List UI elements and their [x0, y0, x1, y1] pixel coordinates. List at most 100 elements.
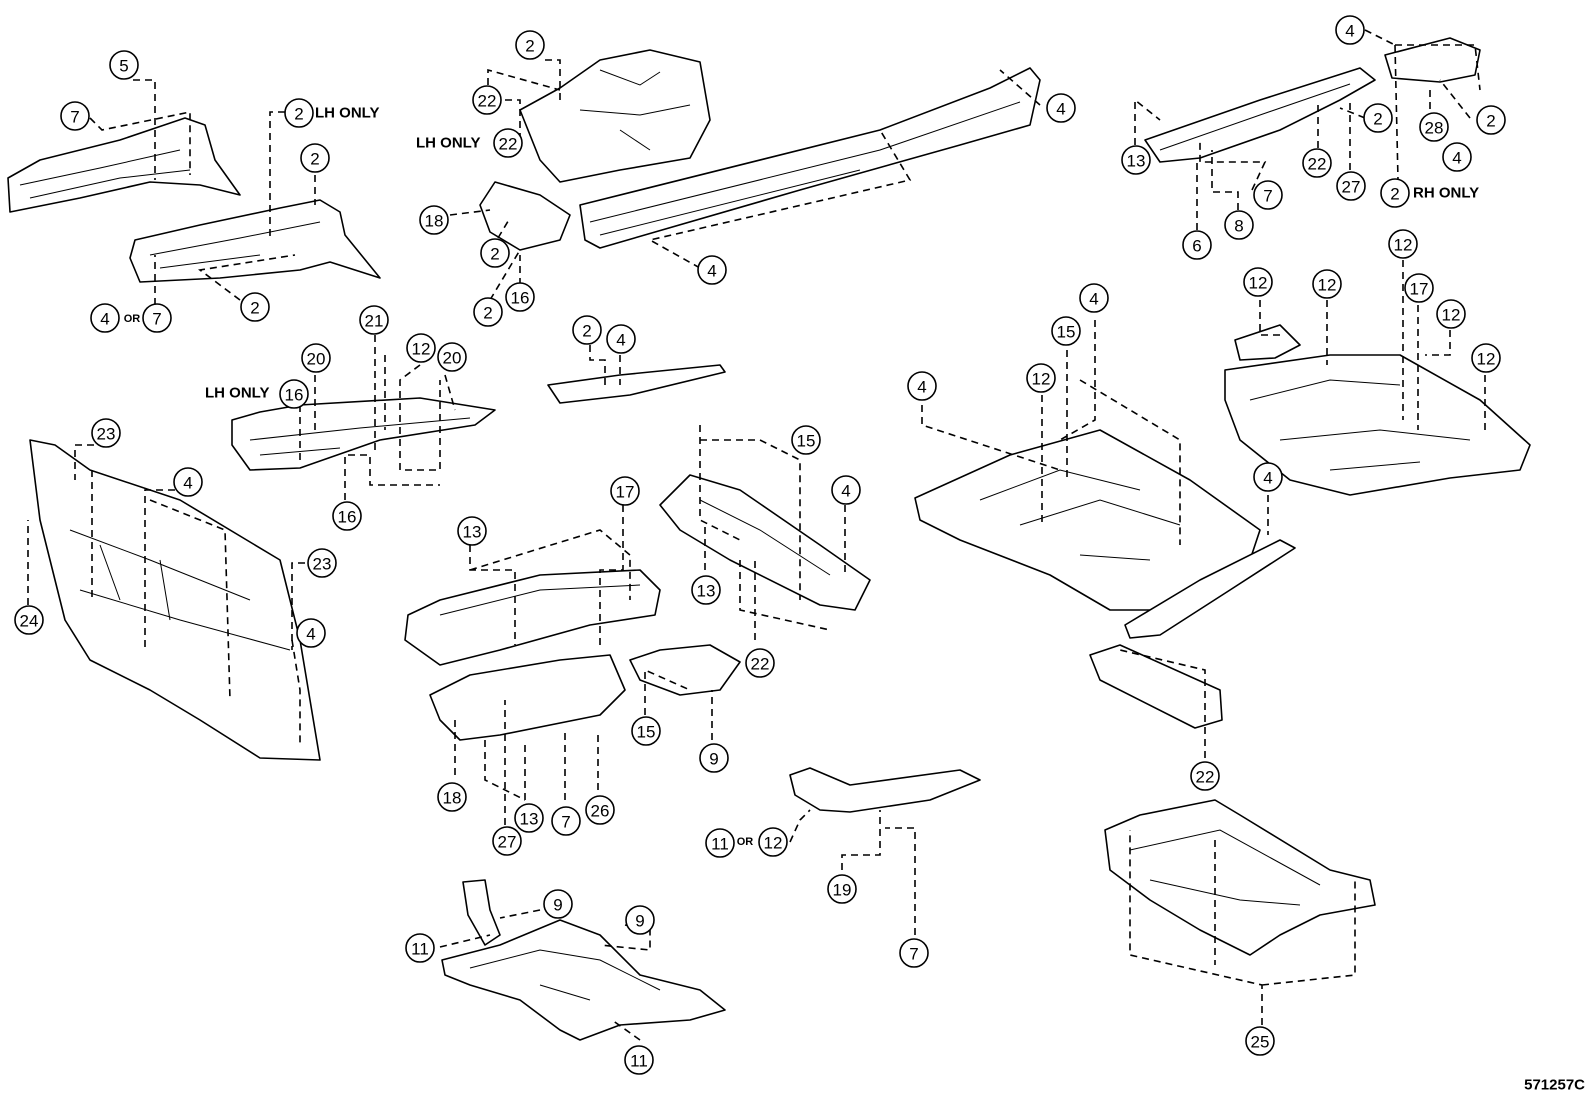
- callout-circle: [493, 128, 523, 158]
- callout-number: 17: [616, 483, 635, 502]
- lh-only-note: LH ONLY: [205, 385, 269, 402]
- callout-badge: 16: [332, 501, 362, 531]
- callout-number: 23: [97, 425, 116, 444]
- callout-circle: [543, 889, 573, 919]
- callout-badge: 24: [14, 605, 44, 635]
- callout-circle: [1388, 229, 1418, 259]
- callout-circle: [91, 418, 121, 448]
- callout-badge: 20: [301, 343, 331, 373]
- callout-number: 7: [909, 945, 918, 964]
- part-floor-tunnel: [404, 569, 661, 666]
- callout-badge: 27: [492, 826, 522, 856]
- callout-number: 16: [338, 508, 357, 527]
- part-bracket-9: [629, 644, 741, 696]
- callout-number: 13: [697, 582, 716, 601]
- callout-circle: [515, 30, 545, 60]
- callout-circle: [90, 303, 120, 333]
- part-detail: [469, 949, 661, 1001]
- callout-badge: 22: [1190, 761, 1220, 791]
- callout-badge: 26: [585, 795, 615, 825]
- callout-circle: [301, 343, 331, 373]
- callout-badge: 4: [697, 255, 727, 285]
- callout-number: 4: [100, 310, 109, 329]
- callout-badge: 12: [1026, 363, 1056, 393]
- callout-number: 2: [582, 322, 591, 341]
- callout-number: 2: [250, 299, 259, 318]
- callout-badge: 18: [437, 782, 467, 812]
- callout-number: 2: [1390, 185, 1399, 204]
- callout-badge: 23: [307, 548, 337, 578]
- callout-number: 2: [490, 245, 499, 264]
- callout-badge: 4: [1335, 15, 1365, 45]
- callout-number: 22: [1196, 768, 1215, 787]
- callout-circle: [332, 501, 362, 531]
- part-detail: [69, 529, 291, 651]
- callout-number: 26: [591, 802, 610, 821]
- callout-circle: [142, 303, 172, 333]
- callout-badge: 11: [624, 1045, 654, 1075]
- part-detail: [699, 499, 831, 576]
- callout-badge: 13: [1121, 145, 1151, 175]
- callout-badge: 13: [691, 575, 721, 605]
- callout-number: 15: [797, 432, 816, 451]
- callout-number: 17: [1410, 280, 1429, 299]
- part-suspension-arm: [462, 879, 501, 946]
- callout-number: 22: [751, 655, 770, 674]
- callout-circle: [60, 101, 90, 131]
- part-detail: [1129, 829, 1321, 906]
- part-side-member: [579, 67, 1041, 249]
- callout-circle: [1476, 105, 1506, 135]
- callout-badge: 7: [899, 938, 929, 968]
- callout-number: 22: [499, 135, 518, 154]
- part-rear-floor: [1224, 354, 1531, 496]
- callout-badge: 4: [173, 467, 203, 497]
- callout-number: 11: [630, 1052, 648, 1071]
- callout-circle: [1335, 15, 1365, 45]
- callout-badge: 12: [758, 827, 788, 857]
- part-shapes: [7, 37, 1531, 1041]
- callout-badge: 4: [1046, 93, 1076, 123]
- callout-badge: 17: [1404, 273, 1434, 303]
- callout-badge: 6: [1182, 230, 1212, 260]
- callout-circle: [296, 618, 326, 648]
- part-detail: [439, 584, 641, 616]
- part-rear-bracket: [1384, 37, 1481, 83]
- callout-circle: [625, 905, 655, 935]
- callout-circle: [1253, 180, 1283, 210]
- part-front-apron-upper: [7, 117, 241, 213]
- callout-circle: [419, 205, 449, 235]
- callout-number: 20: [307, 350, 326, 369]
- callout-badge: 4: [90, 303, 120, 333]
- callout-badge: 12: [406, 333, 436, 363]
- callout-circle: [1245, 1026, 1275, 1056]
- callout-badge: 2: [515, 30, 545, 60]
- callout-badge: 23: [91, 418, 121, 448]
- callout-circle: [1442, 142, 1472, 172]
- lh-only-note: LH ONLY: [416, 135, 480, 152]
- callout-circle: [1046, 93, 1076, 123]
- callout-badge: 20: [437, 342, 467, 372]
- callout-number: 28: [1425, 119, 1444, 138]
- callout-number: 5: [119, 57, 128, 76]
- callout-circle: [284, 98, 314, 128]
- callout-number: 4: [1452, 149, 1461, 168]
- callout-number: 7: [152, 310, 161, 329]
- part-rocker-inner: [1124, 539, 1296, 639]
- callout-badge: 12: [1312, 269, 1342, 299]
- callout-circle: [437, 342, 467, 372]
- callout-circle: [1363, 103, 1393, 133]
- part-wheel-house: [519, 49, 711, 183]
- or-note: OR: [124, 313, 141, 325]
- callout-circle: [1121, 145, 1151, 175]
- callout-circle: [14, 605, 44, 635]
- callout-badge: 15: [791, 425, 821, 455]
- callout-badge: 12: [1243, 267, 1273, 297]
- callout-number: 7: [70, 108, 79, 127]
- callout-number: 4: [1089, 290, 1098, 309]
- callout-badge: 2: [240, 292, 270, 322]
- callout-number: 2: [294, 105, 303, 124]
- callout-number: 12: [1249, 274, 1268, 293]
- part-rear-suspension-member: [1104, 799, 1376, 956]
- callout-badge: 18: [419, 205, 449, 235]
